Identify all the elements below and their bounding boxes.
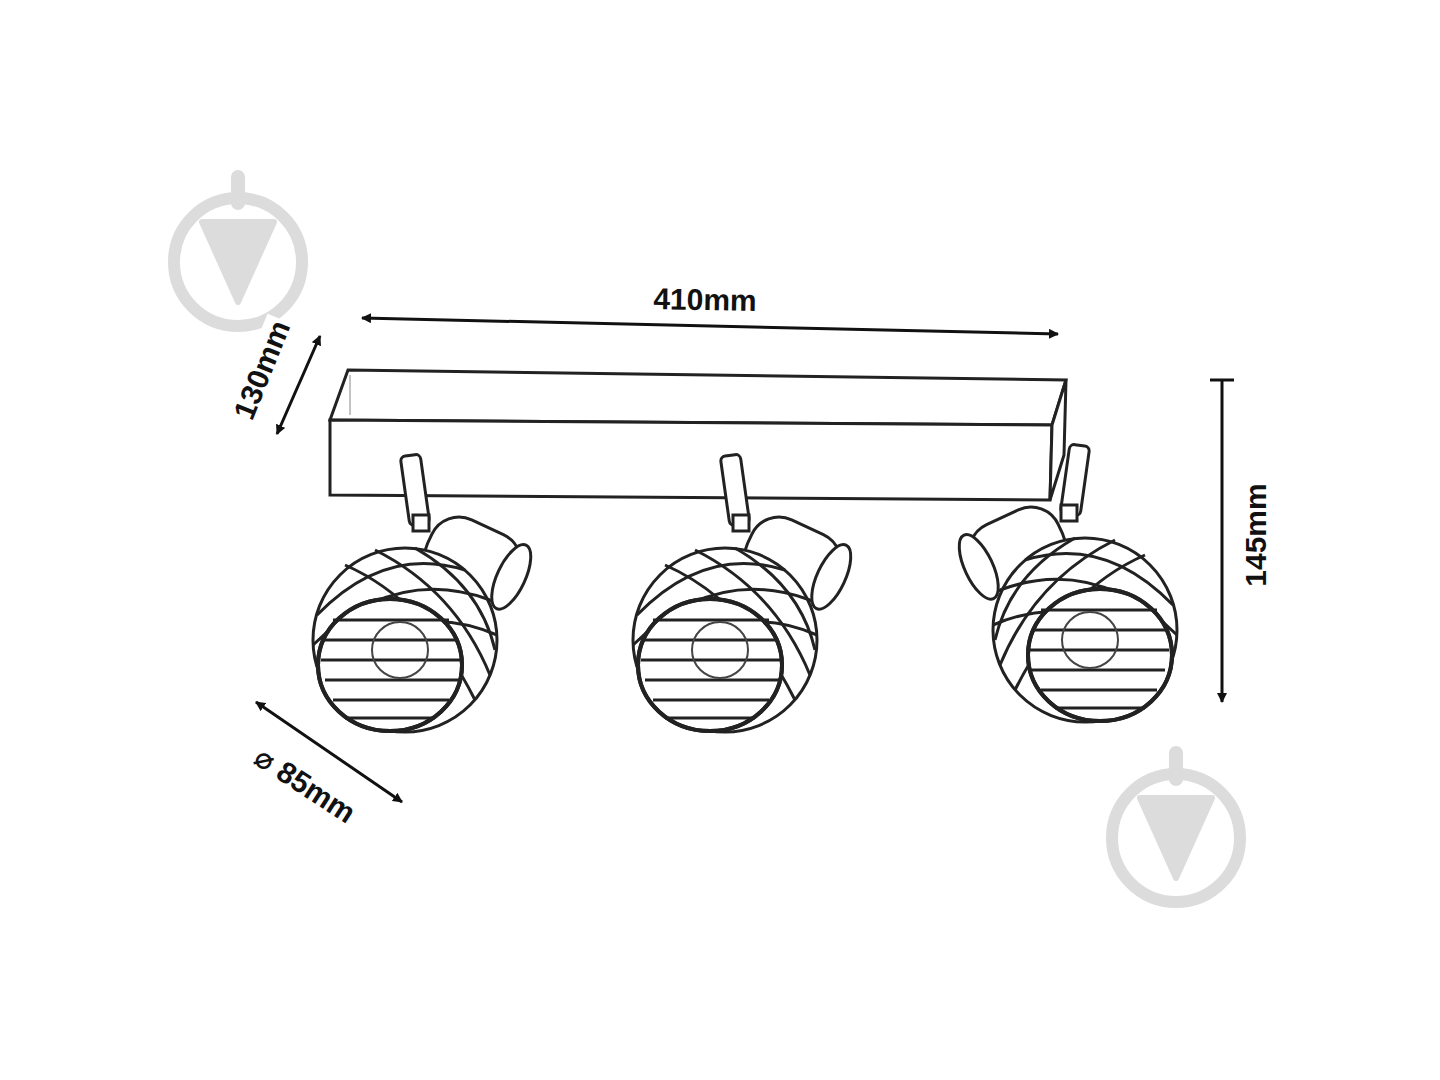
watermark-icon	[174, 170, 302, 326]
spot-lamp	[633, 454, 859, 732]
dimension-label: 145mm	[1240, 480, 1272, 589]
dimension-label: 410mm	[650, 283, 760, 317]
ceiling-bar	[330, 370, 1066, 500]
dimension-arrow	[1221, 380, 1224, 702]
dimension-label: ⌀ 85mm	[246, 739, 363, 831]
spot-lamp	[951, 444, 1177, 722]
spot-lamp	[313, 454, 539, 732]
watermark-icon	[1112, 746, 1240, 902]
dimension-arrow	[362, 318, 1058, 334]
